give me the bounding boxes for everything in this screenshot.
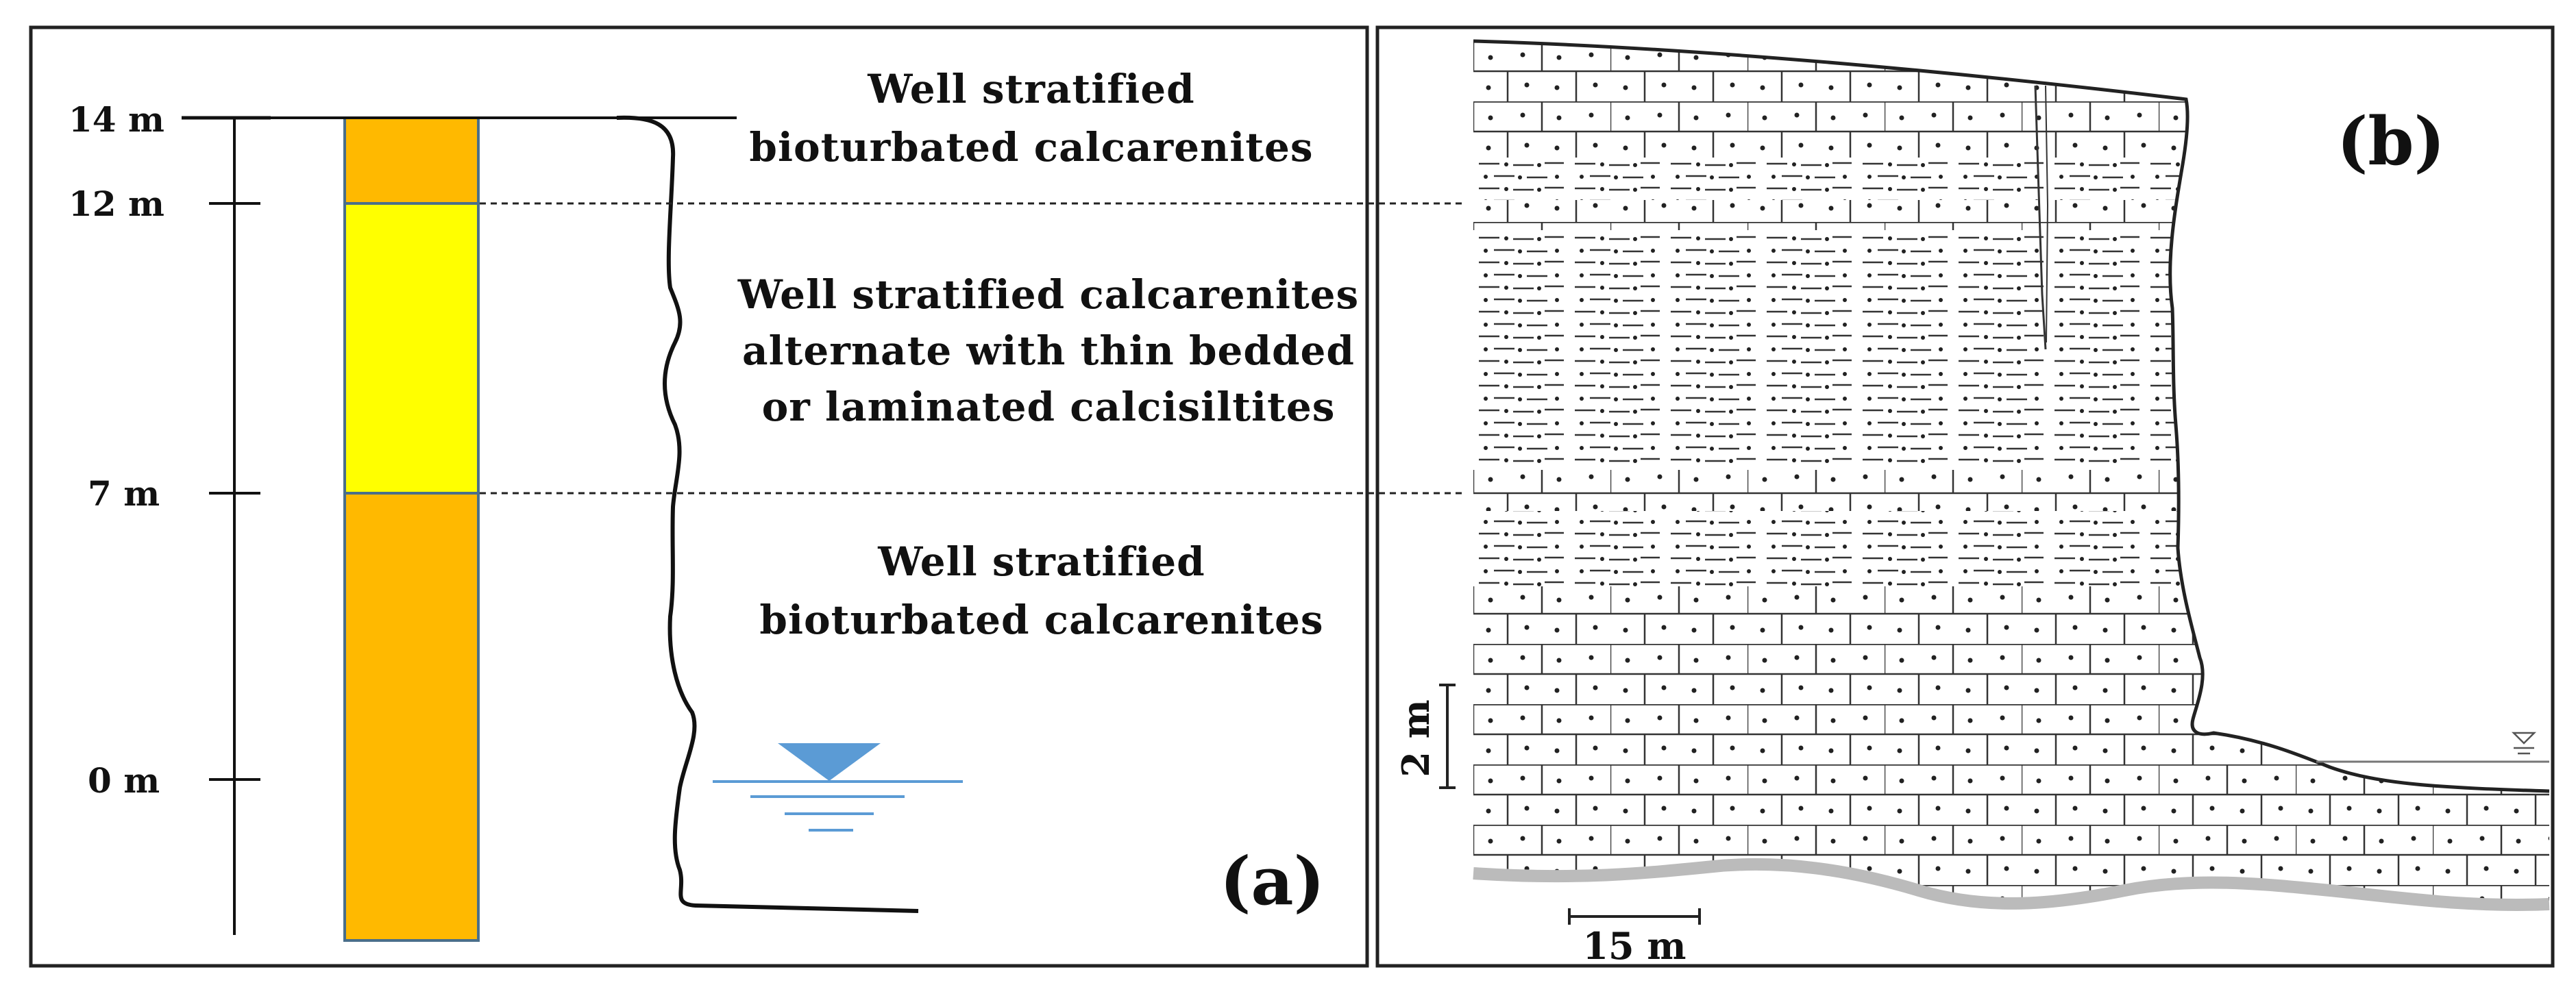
unit-1-desc-line-2: bioturbated calcarenites <box>749 124 1313 171</box>
panel-b-frame <box>1375 25 2555 968</box>
calcarenite-bed-mid-2 <box>1473 470 2549 511</box>
panel-a: 14 m 12 m 7 m 0 m Well stratified biotur… <box>69 66 1359 942</box>
cliff-profile <box>616 115 919 913</box>
vertical-fracture <box>2034 85 2047 350</box>
panel-a-label: (a) <box>1220 843 1325 920</box>
unit-3-desc-line-1: Well stratified <box>877 538 1205 585</box>
panel-b-label: (b) <box>2337 103 2445 180</box>
depth-label-0m: 0 m <box>88 760 160 801</box>
unit-lower-calcarenites <box>343 492 480 942</box>
calcisiltite-beds-2 <box>1473 230 2549 470</box>
depth-label-12m: 12 m <box>69 184 164 224</box>
unit-upper-calcarenites <box>343 116 480 205</box>
horizontal-scale-label: 15 m <box>1582 924 1686 968</box>
water-level-symbol <box>778 743 881 781</box>
depth-label-7m: 7 m <box>88 473 160 514</box>
cliff-outline <box>1473 39 2550 793</box>
vertical-scale-label: 2 m <box>1394 699 1438 777</box>
unit-2-desc-line-1: Well stratified calcarenites <box>737 271 1359 318</box>
unit-2-desc-line-2: alternate with thin bedded <box>742 327 1355 374</box>
vertical-fracture-2 <box>2045 85 2049 343</box>
panel-a-frame <box>29 25 1369 968</box>
unit-2-desc-line-3: or laminated calcisiltites <box>762 384 1336 430</box>
calcarenite-bed-mid-1 <box>1473 200 2549 230</box>
calcisiltite-beds-3 <box>1473 511 2549 586</box>
depth-label-14m: 14 m <box>69 99 164 140</box>
unit-calcisiltites <box>343 202 480 495</box>
panel-b: 2 m 15 m (b) <box>1394 39 2550 968</box>
unit-1-desc-line-1: Well stratified <box>867 66 1194 112</box>
unit-3-desc-line-2: bioturbated calcarenites <box>759 597 1323 643</box>
water-level-b-symbol <box>2511 732 2537 745</box>
bedrock-base <box>1473 858 2550 911</box>
